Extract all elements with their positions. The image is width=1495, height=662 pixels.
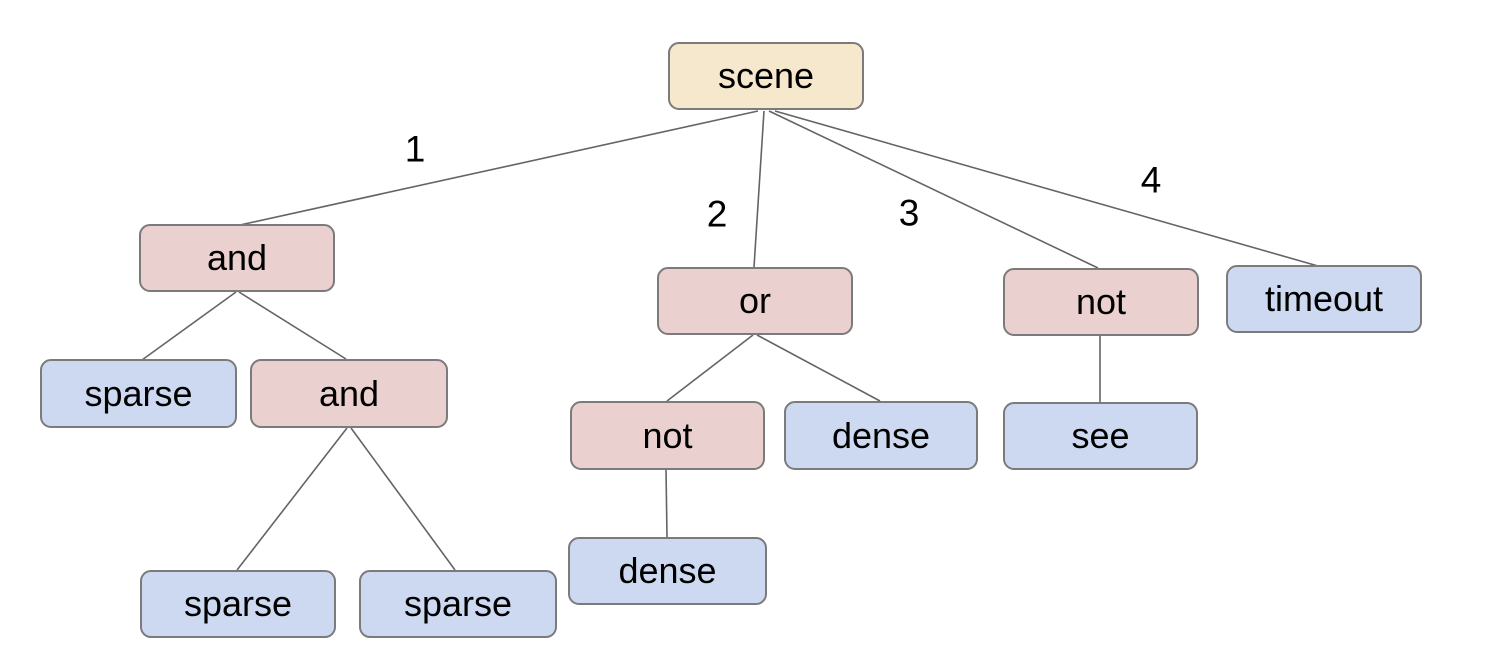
- tree-node-label-or-1: or: [738, 280, 771, 321]
- tree-node-label-see-1: see: [1071, 415, 1130, 456]
- tree-node-label-sparse-3: sparse: [403, 583, 513, 624]
- edge-label-2: 2: [707, 194, 728, 235]
- tree-node-not-2: not: [570, 401, 765, 470]
- tree-node-scene: scene: [668, 42, 864, 110]
- tree-edge-and-1-and-2: [238, 291, 347, 360]
- tree-edge-scene-timeout-1: [774, 110, 1319, 267]
- tree-edge-or-1-not-2: [666, 334, 754, 402]
- tree-node-label-dense-1: dense: [831, 414, 931, 456]
- tree-node-label-not-2: not: [642, 414, 693, 456]
- tree-node-and-2: and: [250, 359, 448, 428]
- tree-node-and-1: and: [139, 224, 335, 292]
- tree-node-dense-2: dense: [568, 537, 767, 605]
- tree-node-sparse-2: sparse: [140, 570, 336, 638]
- tree-node-label-dense-2: dense: [618, 550, 717, 591]
- tree-node-sparse-1: sparse: [40, 359, 237, 428]
- tree-node-timeout-1: timeout: [1226, 265, 1422, 333]
- edge-label-4: 4: [1141, 160, 1162, 201]
- tree-edge-and-2-sparse-2: [236, 427, 348, 571]
- tree-node-label-and-2: and: [318, 372, 380, 414]
- tree-node-or-1: or: [657, 267, 853, 335]
- tree-node-dense-1: dense: [784, 401, 978, 470]
- tree-node-see-1: see: [1003, 402, 1198, 470]
- tree-node-label-timeout-1: timeout: [1264, 278, 1384, 319]
- tree-edge-scene-and-1: [239, 110, 759, 226]
- tree-edge-and-1-sparse-1: [141, 291, 237, 361]
- tree-node-sparse-3: sparse: [359, 570, 557, 638]
- tree-edge-scene-or-1: [753, 110, 765, 268]
- tree-edge-or-1-dense-1: [756, 334, 881, 402]
- tree-edge-and-2-sparse-3: [350, 427, 456, 571]
- edge-label-3: 3: [899, 193, 920, 234]
- tree-edge-scene-not-1: [768, 110, 1099, 269]
- edge-label-1: 1: [405, 129, 426, 170]
- tree-node-label-not-1: not: [1075, 281, 1127, 322]
- tree-node-label-sparse-1: sparse: [84, 372, 193, 414]
- tree-node-label-and-1: and: [206, 237, 268, 278]
- tree-node-label-scene: scene: [717, 55, 815, 96]
- tree-node-label-sparse-2: sparse: [183, 583, 293, 624]
- tree-node-not-1: not: [1003, 268, 1199, 336]
- tree-edge-not-2-dense-2: [665, 469, 668, 538]
